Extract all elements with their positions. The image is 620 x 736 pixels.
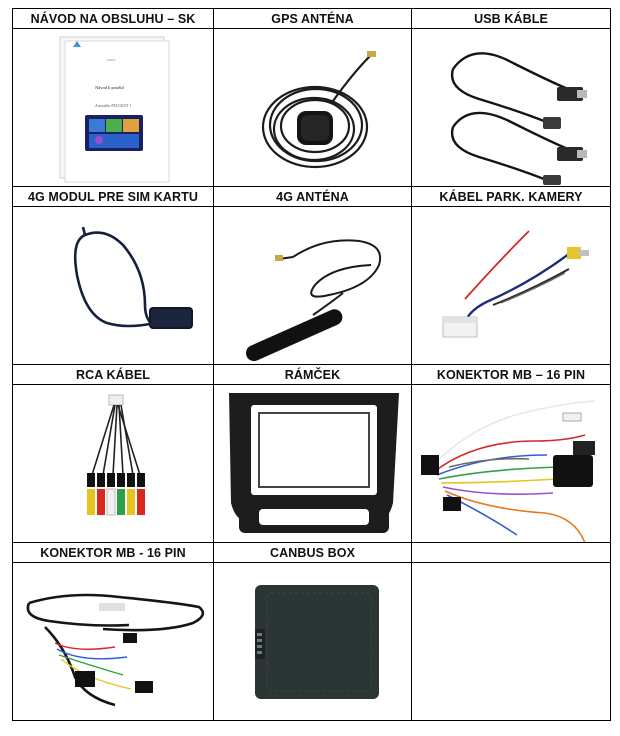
4g-sim-module-image: [73, 226, 193, 329]
gps-antenna-image: [261, 51, 376, 169]
cell-label-camera-cable: KÁBEL PARK. KAMERY: [411, 186, 611, 207]
cell-image-mb-connector: [411, 384, 611, 543]
mb-16pin-harness-image: [26, 593, 205, 707]
cell-label-4g-module: 4G MODUL PRE SIM KARTU: [12, 186, 214, 207]
dash-frame-image: [228, 393, 399, 533]
cell-label-4g-antenna: 4G ANTÉNA: [213, 186, 412, 207]
4g-antenna-image: [245, 239, 381, 362]
cell-image-usb-cables: [411, 28, 611, 187]
cell-label-canbus-box: CANBUS BOX: [213, 542, 412, 563]
accessories-table: NÁVOD NA OBSLUHU – SK GPS ANTÉNA USB KÁB…: [12, 8, 611, 721]
cell-image-frame: [213, 384, 412, 543]
cell-image-manual: ▪▪▪▪▪▪▪▪ Návod k použití Autorádio PEUGE…: [12, 28, 214, 187]
user-manual-image: ▪▪▪▪▪▪▪▪ Návod k použití Autorádio PEUGE…: [59, 36, 170, 183]
cell-image-canbus-box: [213, 562, 412, 721]
parking-camera-cable-image: [442, 230, 589, 338]
cell-label-mb-connector: KONEKTOR MB – 16 PIN: [411, 364, 611, 385]
cell-image-gps-antenna: [213, 28, 412, 187]
svg-text:▪▪▪▪▪▪▪▪: ▪▪▪▪▪▪▪▪: [106, 58, 115, 62]
cell-label-frame: RÁMČEK: [213, 364, 412, 385]
cell-label-manual: NÁVOD NA OBSLUHU – SK: [12, 8, 214, 29]
mb-16pin-connector-image: [421, 400, 596, 542]
rca-cable-image: [87, 394, 145, 516]
cell-image-empty: [411, 562, 611, 721]
cell-image-mb-harness: [12, 562, 214, 721]
canbus-box-image: [254, 585, 379, 699]
manual-subtitle: Autorádio PEUGEOT 1: [95, 104, 132, 108]
cell-image-4g-antenna: [213, 206, 412, 365]
cell-image-camera-cable: [411, 206, 611, 365]
cell-label-usb-cables: USB KÁBLE: [411, 8, 611, 29]
cell-label-gps-antenna: GPS ANTÉNA: [213, 8, 412, 29]
manual-title: Návod k použití: [95, 85, 125, 90]
cell-label-rca-cable: RCA KÁBEL: [12, 364, 214, 385]
cell-label-empty: [411, 542, 611, 563]
cell-label-mb-harness: KONEKTOR MB - 16 PIN: [12, 542, 214, 563]
cell-image-4g-module: [12, 206, 214, 365]
cell-image-rca-cable: [12, 384, 214, 543]
usb-cables-image: [450, 52, 587, 185]
